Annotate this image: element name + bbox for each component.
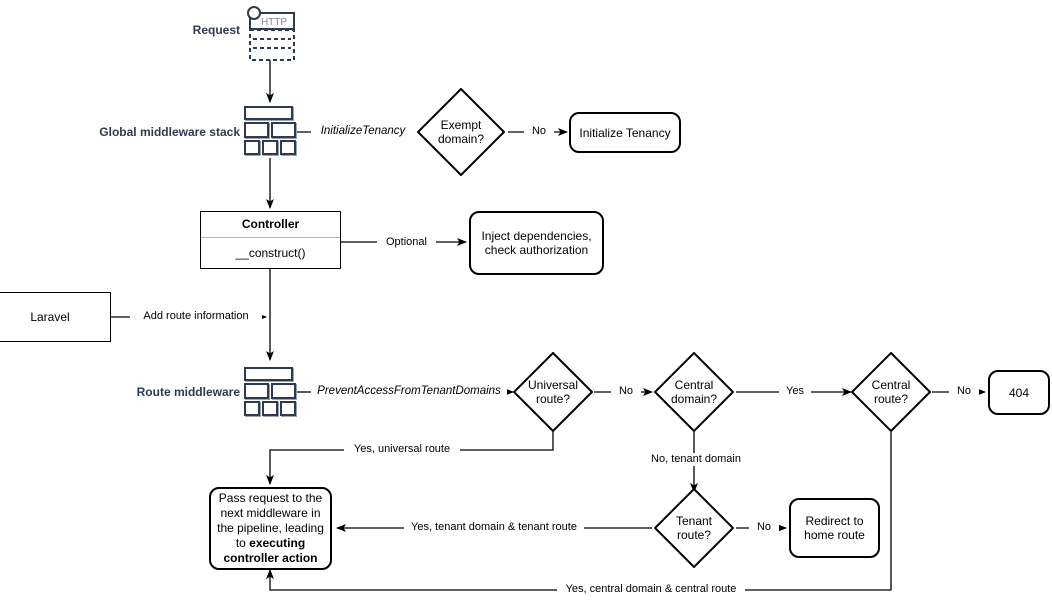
node-pass-request-line4-prefix: to (235, 536, 250, 550)
decision-central-route[interactable]: Central route? (851, 352, 931, 432)
node-pass-request-line1: Pass request to the (218, 491, 323, 505)
node-controller-construct: __construct() (235, 246, 306, 260)
decision-tenant-route-line2: route? (676, 528, 712, 542)
node-pass-request-line4-emphasis: executing (249, 536, 306, 550)
caption-global-middleware-stack: Global middleware stack (99, 125, 240, 139)
node-redirect-home-route-line2: home route (804, 528, 865, 542)
node-redirect-home-route-line1: Redirect to (805, 514, 864, 528)
node-pass-request-line5-emphasis: controller action (223, 551, 318, 565)
decision-central-domain[interactable]: Central domain? (654, 352, 734, 432)
edge-label-controller-optional: Optional (377, 236, 436, 249)
edge-label-central-domain-yes: Yes (779, 385, 811, 398)
node-laravel-label: Laravel (30, 310, 70, 324)
node-404-label: 404 (1008, 385, 1030, 400)
middleware-stack-icon (244, 106, 296, 155)
edge-label-exempt-no: No (524, 125, 554, 138)
decision-exempt-domain-line1: Exempt (440, 118, 482, 132)
decision-central-domain-line1: Central (674, 378, 714, 392)
caption-request: Request (192, 23, 240, 37)
node-initialize-tenancy-label: Initialize Tenancy (579, 125, 671, 140)
decision-universal-route[interactable]: Universal route? (513, 352, 593, 432)
svg-text:HTTP: HTTP (261, 17, 287, 28)
node-controller-title: Controller (201, 212, 340, 238)
decision-tenant-route[interactable]: Tenant route? (654, 488, 734, 568)
edge-label-no-tenant-domain: No, tenant domain (634, 453, 758, 466)
node-inject-dependencies[interactable]: Inject dependencies, check authorization (469, 211, 604, 275)
decision-exempt-domain-line2: domain? (437, 132, 485, 146)
decision-universal-route-line1: Universal (527, 378, 578, 392)
node-pass-request-line3: the pipeline, leading (217, 521, 324, 535)
node-laravel[interactable]: Laravel (0, 292, 111, 342)
edge-label-universal-no: No (611, 385, 641, 398)
decision-central-domain-line2: domain? (670, 392, 718, 406)
edge-yes-universal-route-to-pass-request (266, 432, 554, 485)
node-redirect-home-route[interactable]: Redirect to home route (789, 498, 880, 558)
edge-label-yes-tenant-domain-tenant-route: Yes, tenant domain & tenant route (404, 521, 584, 534)
node-pass-request-line2: next middleware in (220, 506, 321, 520)
edge-label-tenant-route-no: No (749, 521, 779, 534)
node-controller[interactable]: Controller __construct() (200, 211, 341, 269)
node-initialize-tenancy[interactable]: Initialize Tenancy (569, 112, 681, 153)
edge-label-central-route-no: No (949, 385, 979, 398)
node-pass-request-line4: to executing (236, 536, 305, 551)
edge-label-initialize-tenancy: InitializeTenancy (311, 125, 415, 138)
middleware-stack-icon (244, 367, 296, 416)
edge-label-prevent-access-from-tenant-domains: PreventAccessFromTenantDomains (311, 385, 507, 398)
node-inject-dependencies-line2: check authorization (484, 243, 589, 257)
decision-central-route-line1: Central (871, 378, 911, 392)
http-request-document-icon: HTTP (245, 5, 295, 61)
node-404[interactable]: 404 (988, 370, 1050, 415)
decision-central-route-line2: route? (873, 392, 909, 406)
node-inject-dependencies-line1: Inject dependencies, (481, 229, 592, 243)
edge-label-yes-universal-route: Yes, universal route (344, 443, 460, 456)
decision-tenant-route-line1: Tenant (675, 514, 713, 528)
node-pass-request-to-next-middleware[interactable]: Pass request to the next middleware in t… (209, 487, 332, 570)
decision-universal-route-line2: route? (535, 392, 570, 406)
edge-label-add-route-information: Add route information (130, 310, 262, 323)
edge-label-yes-central-domain-central-route: Yes, central domain & central route (557, 583, 745, 596)
decision-exempt-domain[interactable]: Exempt domain? (417, 88, 505, 176)
caption-route-middleware: Route middleware (136, 385, 240, 399)
